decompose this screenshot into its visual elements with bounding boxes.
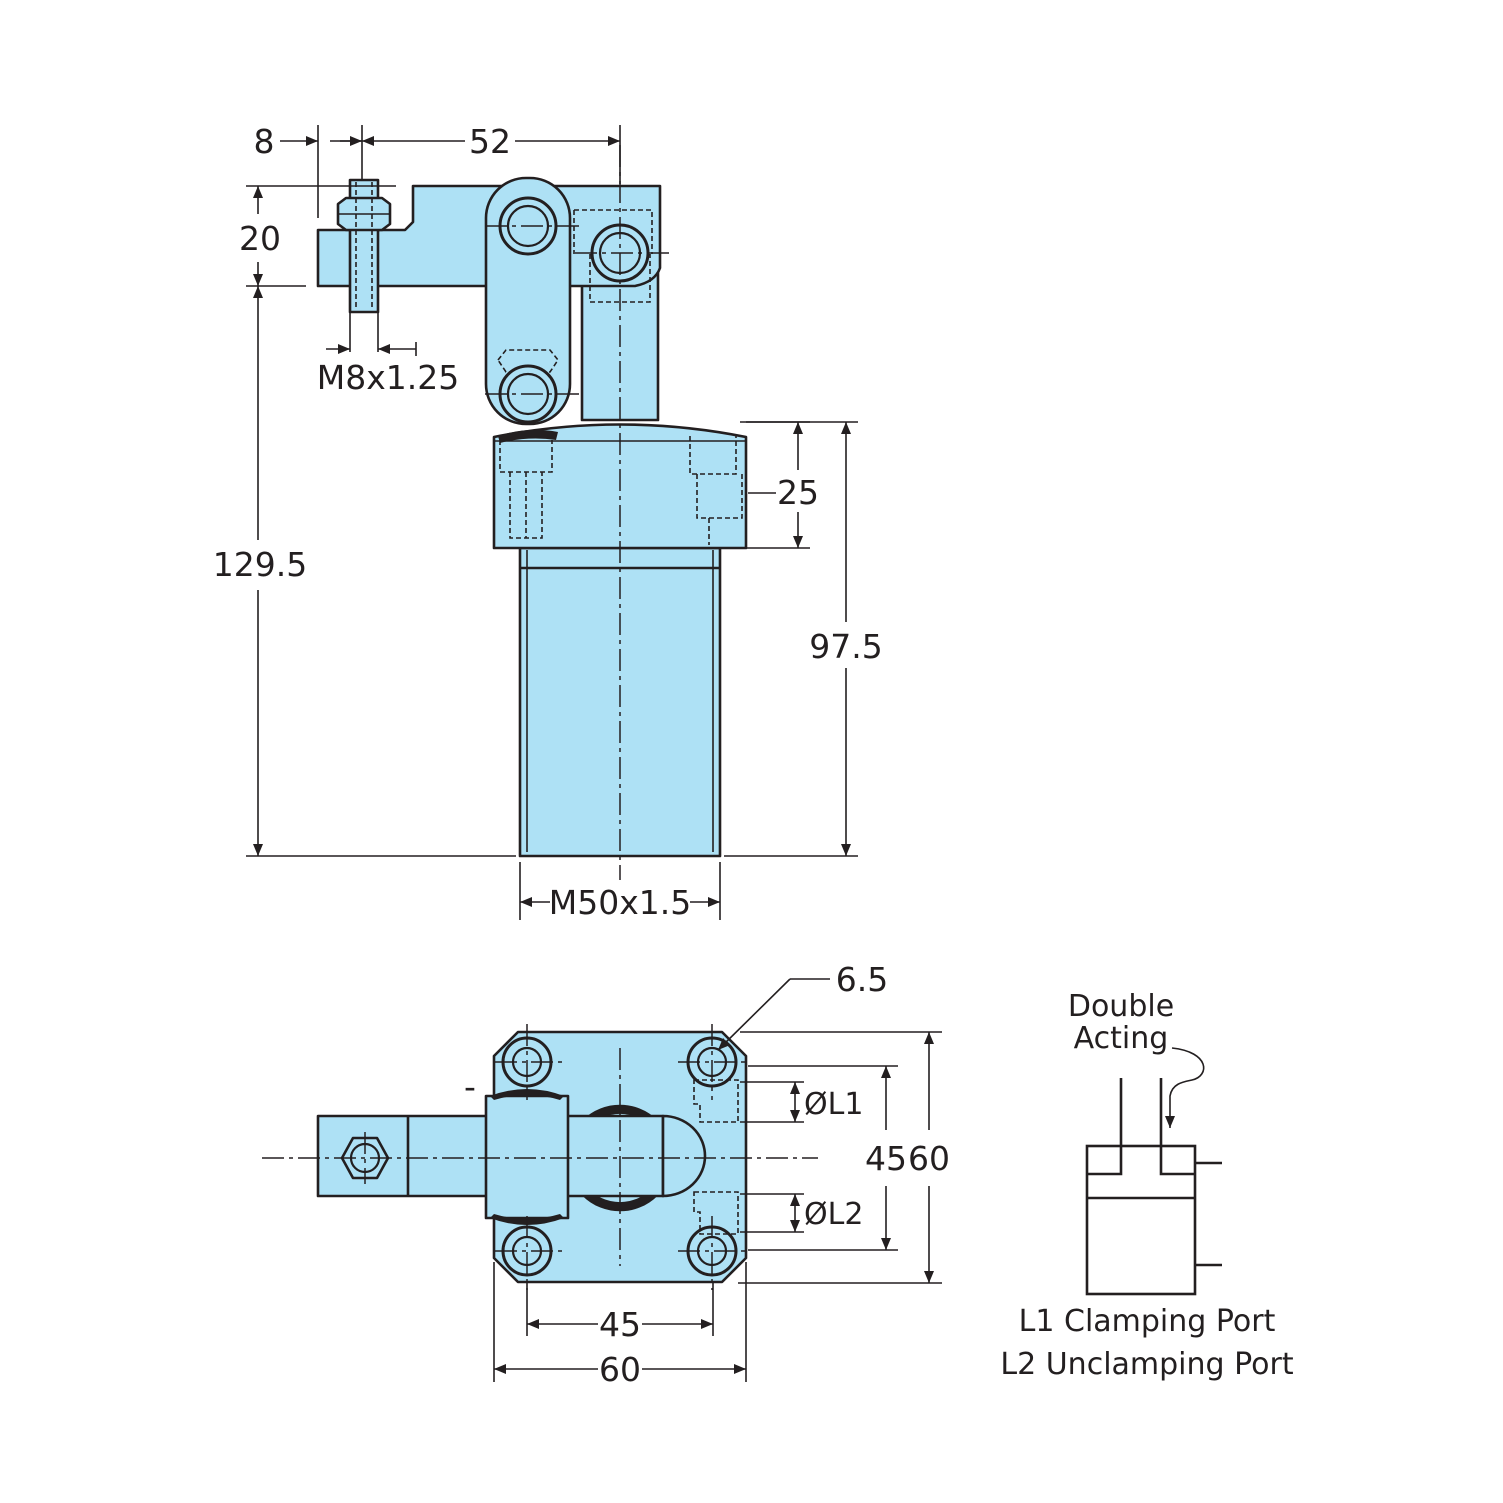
dim-hole-label: 6.5	[836, 960, 888, 999]
front-view: 8 52 20 129.5 M8x1.25 25 97.5	[213, 122, 883, 922]
schematic-title-line1: Double	[1068, 989, 1174, 1024]
legend-l2: L2 Unclamping Port	[1000, 1347, 1293, 1382]
dim-45-horizontal-label: 45	[599, 1305, 641, 1344]
dim-60-vertical-label: 60	[908, 1139, 950, 1178]
dim-45-vertical-label: 45	[865, 1139, 907, 1178]
port-l1-hidden	[693, 1079, 739, 1123]
tick-mark: -	[464, 1067, 476, 1106]
top-view: - 6.5 ØL1 ØL2 45 60 45	[262, 960, 950, 1389]
dim-25-label: 25	[777, 473, 819, 512]
dim-8-label: 8	[254, 122, 275, 161]
schematic-title-line2: Acting	[1074, 1021, 1169, 1056]
dim-thread-body-label: M50x1.5	[549, 883, 691, 922]
dim-20-label: 20	[239, 219, 281, 258]
dim-60-horizontal-label: 60	[599, 1350, 641, 1389]
dim-thread-small-label: M8x1.25	[317, 358, 459, 397]
dim-97-5-label: 97.5	[809, 627, 882, 666]
legend-l1: L1 Clamping Port	[1019, 1304, 1276, 1339]
dim-52-label: 52	[469, 122, 511, 161]
pointer-arrow	[1165, 1047, 1205, 1128]
dim-port-l2-label: ØL2	[804, 1197, 863, 1232]
port-l2-hidden	[693, 1191, 739, 1235]
dim-port-l1-label: ØL1	[804, 1087, 863, 1122]
cylinder-symbol	[1085, 1144, 1197, 1296]
dim-129-5-label: 129.5	[213, 545, 307, 584]
double-acting-schematic: Double Acting L1 Clamping Port L2 Unclam…	[1000, 989, 1293, 1382]
link-top	[484, 1094, 570, 1220]
